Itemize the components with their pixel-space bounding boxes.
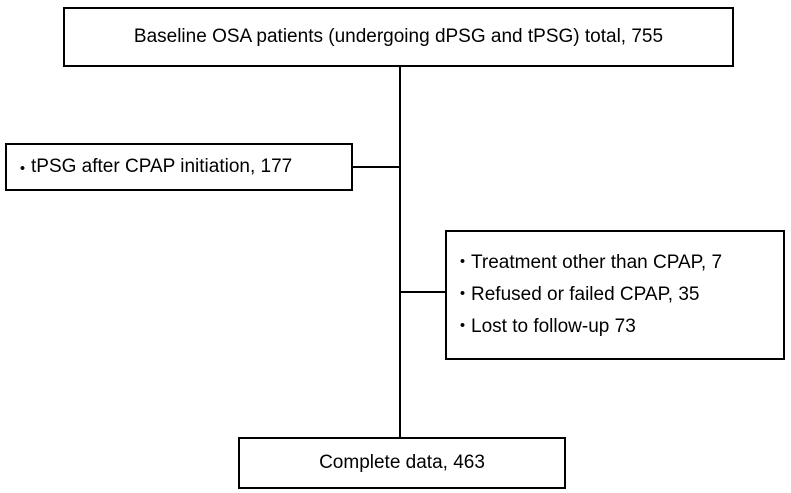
bullet-mark: ・ bbox=[453, 284, 473, 305]
excluded-reason-item: ・Lost to follow-up 73 bbox=[453, 311, 636, 343]
left-branch-connector bbox=[353, 166, 399, 168]
excluded-reason-item: ・Treatment other than CPAP, 7 bbox=[453, 247, 722, 279]
complete-data-box: Complete data, 463 bbox=[238, 437, 566, 489]
excluded-tpsg-label: tPSG after CPAP initiation, 177 bbox=[31, 156, 293, 177]
complete-data-label: Complete data, 463 bbox=[319, 452, 485, 473]
baseline-patients-label: Baseline OSA patients (undergoing dPSG a… bbox=[133, 26, 664, 47]
excluded-reason-label: Refused or failed CPAP, 35 bbox=[471, 284, 700, 305]
excluded-reason-item: ・Refused or failed CPAP, 35 bbox=[453, 279, 700, 311]
excluded-reason-label: Lost to follow-up 73 bbox=[471, 316, 636, 337]
right-branch-connector bbox=[401, 291, 445, 293]
excluded-reason-label: Treatment other than CPAP, 7 bbox=[471, 252, 723, 273]
excluded-reasons-box: ・Treatment other than CPAP, 7 ・Refused o… bbox=[445, 230, 785, 360]
bullet-mark: ・ bbox=[453, 316, 473, 337]
bullet-mark: ・ bbox=[453, 252, 473, 273]
excluded-tpsg-box: ・ tPSG after CPAP initiation, 177 bbox=[5, 143, 353, 191]
bullet-mark: ・ bbox=[13, 158, 33, 180]
main-flow-connector bbox=[399, 67, 401, 437]
baseline-patients-box: Baseline OSA patients (undergoing dPSG a… bbox=[63, 7, 734, 67]
